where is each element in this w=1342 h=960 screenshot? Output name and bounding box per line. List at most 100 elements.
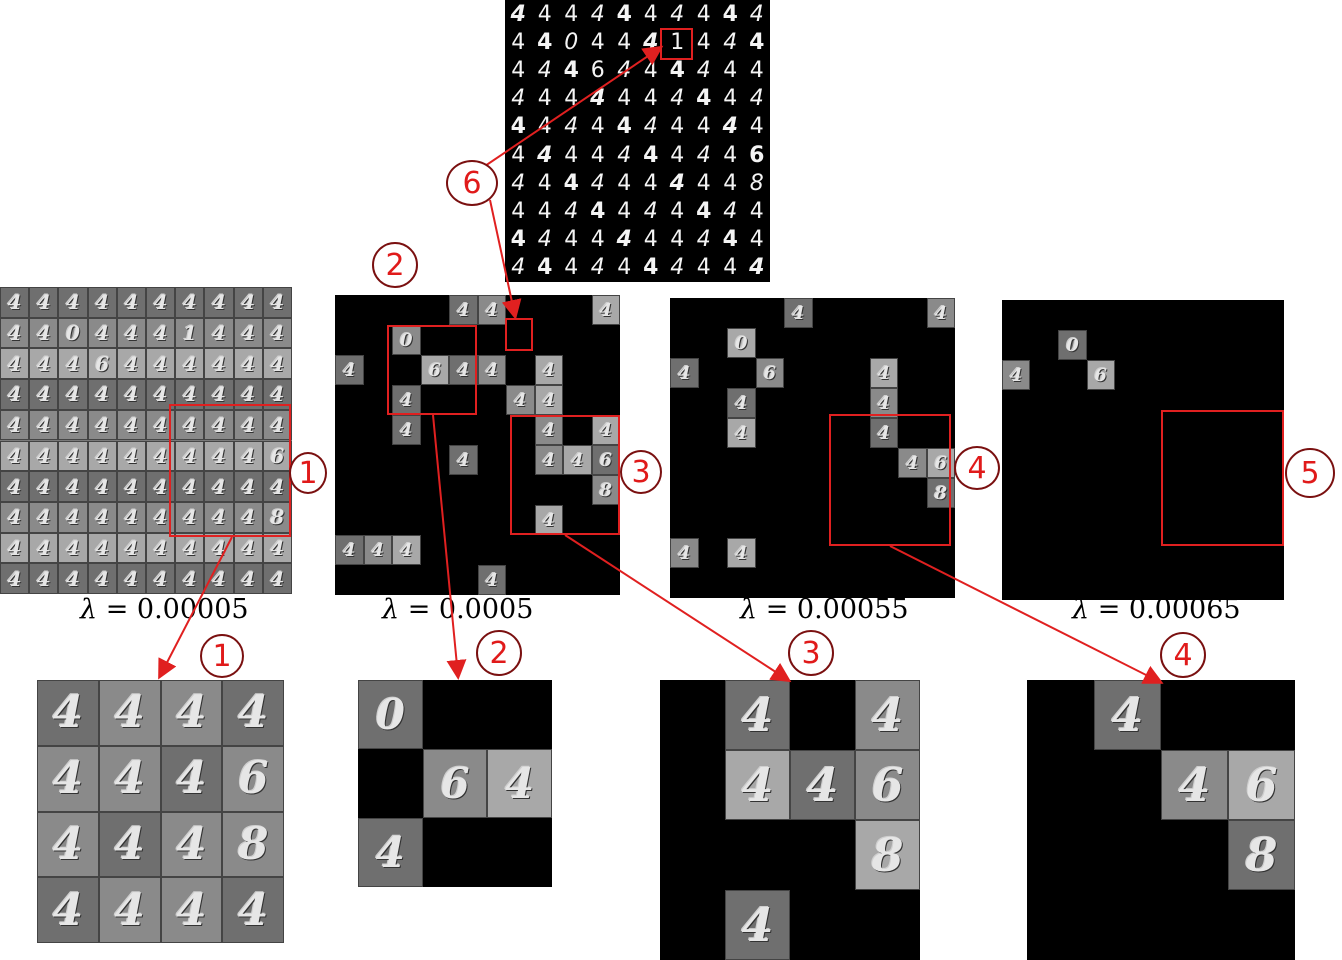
filter-cell: 4	[898, 448, 927, 478]
arrow-2	[432, 414, 467, 680]
filter-cell: 4	[392, 385, 421, 415]
filter-cell: 4	[175, 348, 205, 380]
badge-2-grid: 2	[372, 242, 418, 288]
filter-cell: 4	[262, 287, 292, 318]
filter-cell: 4	[869, 418, 898, 448]
input-digit: 4	[723, 57, 738, 83]
input-digit: 4	[617, 86, 632, 112]
filter-cell: 4	[29, 287, 59, 318]
input-digit: 4	[590, 29, 605, 55]
badge-3-grid: 3	[620, 450, 662, 494]
input-digit: 8	[749, 170, 764, 196]
input-digit: 4	[617, 29, 632, 55]
zoom-cell: 4	[160, 745, 223, 812]
input-digit: 4	[537, 198, 552, 224]
filter-cell: 8	[262, 501, 292, 533]
filter-cell: 4	[204, 348, 234, 380]
input-digit: 4	[749, 114, 764, 140]
filter-cell: 4	[116, 348, 146, 380]
filter-cell: 4	[335, 355, 364, 385]
filter-cell: 4	[116, 409, 146, 441]
input-digit: 4	[643, 114, 658, 140]
filter-cell: 6	[87, 348, 117, 380]
filter-cell: 4	[0, 409, 30, 441]
filter-cell: 4	[87, 471, 117, 502]
filter-cell: 4	[175, 409, 205, 441]
input-digit: 4	[696, 86, 712, 112]
filter-cell: 4	[233, 532, 263, 564]
arrow-6b	[489, 199, 522, 320]
filter-cell: 4	[534, 445, 563, 475]
filter-cell: 4	[87, 563, 117, 594]
lambda-label-1: λ = 0.00005	[80, 594, 249, 625]
badge-number: 1	[298, 455, 318, 491]
filter-cell: 0	[358, 680, 423, 749]
filter-cell: 4	[146, 317, 176, 349]
input-digit: 4	[643, 1, 658, 27]
filter-cell: 8	[591, 475, 620, 505]
zoom-cell: 4	[37, 680, 99, 746]
badge-number: 4	[967, 450, 987, 486]
arrow-6a	[481, 45, 664, 169]
input-digit: 4	[723, 29, 738, 55]
input-digit: 4	[537, 255, 553, 281]
filter-cell: 4	[670, 538, 699, 568]
input-digit: 4	[537, 170, 552, 196]
input-digit: 1	[670, 29, 685, 55]
filter-cell: 0	[727, 328, 756, 358]
input-digit: 4	[643, 255, 659, 281]
filter-cell: 4	[477, 355, 506, 385]
input-digit: 4	[696, 170, 711, 196]
filter-cell: 6	[1086, 360, 1115, 390]
zoom-cell: 4	[37, 811, 99, 878]
filter-cell: 6	[422, 749, 488, 818]
filter-cell: 4	[116, 471, 146, 502]
filter-cell: 4	[175, 563, 205, 594]
filter-cell: 4	[58, 348, 88, 380]
zoom-cell: 4	[37, 877, 99, 943]
filter-cell: 4	[1094, 680, 1161, 750]
filter-cell: 0	[58, 317, 88, 349]
filter-cell: 6	[855, 750, 920, 820]
filter-cell: 4	[262, 563, 292, 594]
filter-cell: 4	[116, 563, 146, 594]
filter-cell: 4	[591, 295, 620, 325]
filter-cell: 4	[146, 287, 176, 318]
input-digit: 4	[510, 114, 526, 140]
input-digit: 4	[696, 255, 711, 281]
lambda-value: = 0.00065	[1097, 594, 1241, 625]
filter-cell: 4	[146, 563, 176, 594]
filter-cell: 4	[204, 287, 234, 318]
input-digit: 4	[696, 29, 711, 55]
input-digit: 4	[696, 1, 711, 27]
arrow-3	[564, 534, 792, 683]
filter-cell: 4	[262, 471, 292, 502]
input-digit: 4	[670, 198, 685, 224]
input-digit: 4	[670, 227, 685, 253]
input-digit: 4	[617, 170, 632, 196]
filter-cell: 4	[87, 379, 117, 410]
highlight-box-3	[510, 415, 620, 535]
filter-cell: 4	[116, 287, 146, 318]
filter-cell: 4	[58, 287, 88, 318]
input-digit: 4	[511, 170, 526, 196]
badge-number: 3	[631, 454, 651, 490]
filter-cell: 4	[727, 388, 756, 418]
filter-cell: 4	[262, 409, 292, 441]
filter-cell: 4	[58, 440, 88, 472]
input-digit: 4	[722, 1, 738, 27]
filter-cell: 4	[869, 358, 898, 388]
filter-cell: 4	[58, 532, 88, 564]
filter-cell: 4	[146, 348, 176, 380]
input-digit: 4	[564, 142, 579, 168]
filter-cell: 4	[1161, 750, 1228, 820]
input-digit: 4	[749, 255, 765, 281]
input-digit: 0	[564, 29, 579, 55]
input-digit: 4	[643, 198, 658, 224]
input-digit: 4	[590, 227, 605, 253]
badge-number: 3	[801, 635, 821, 671]
filter-cell: 4	[58, 409, 88, 441]
